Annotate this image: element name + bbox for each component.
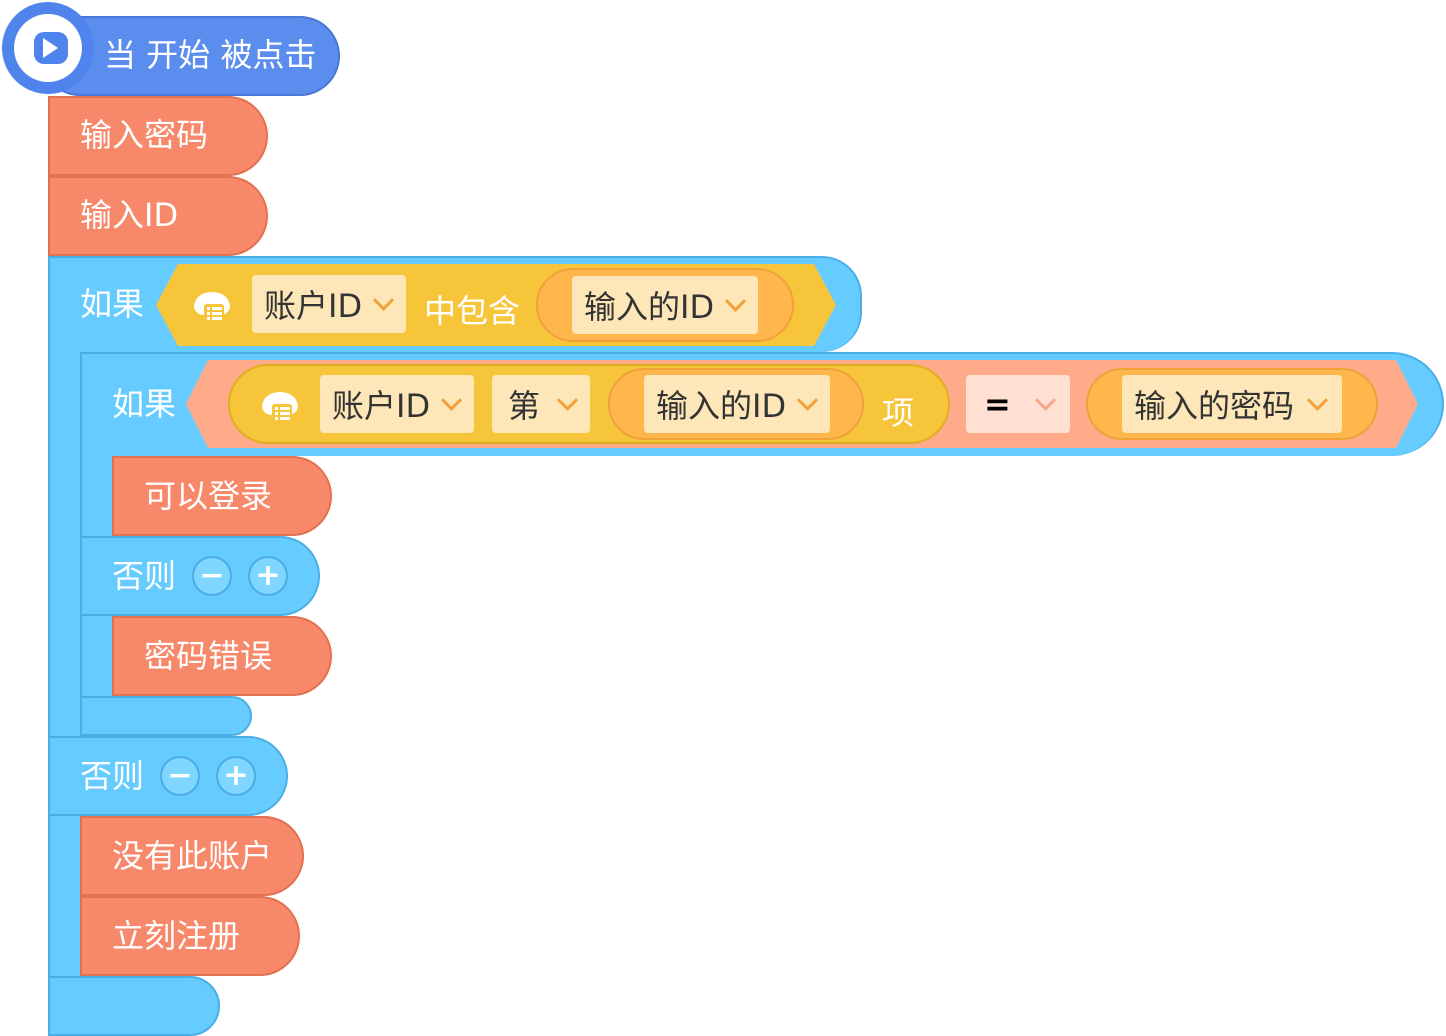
list-dropdown[interactable]: 账户ID [252, 275, 406, 333]
play-icon-bg [14, 14, 82, 82]
value-dropdown[interactable]: 输入的ID [644, 375, 830, 433]
inner-if-label: 如果 [112, 385, 177, 423]
outer-else-label: 否则 [80, 757, 145, 795]
cloud-list-icon [258, 386, 302, 426]
chevron-down-icon [372, 289, 395, 311]
inner-else-label: 否则 [112, 557, 177, 595]
can-login-label: 可以登录 [144, 477, 273, 515]
if-else-outer-foot[interactable] [48, 976, 220, 1036]
compare-dropdown[interactable]: 输入的密码 [1122, 375, 1342, 433]
play-icon [34, 32, 68, 64]
chevron-down-icon [440, 389, 463, 411]
remove-branch-button[interactable]: − [192, 556, 232, 596]
input-password-label: 输入密码 [80, 116, 209, 154]
register-now-label: 立刻注册 [112, 917, 241, 955]
value-dropdown[interactable]: 输入的ID [572, 276, 758, 334]
no-account-block[interactable] [80, 816, 304, 896]
no-account-label: 没有此账户 [112, 837, 273, 875]
item-label: 项 [882, 394, 915, 432]
input-id-label: 输入ID [80, 196, 179, 234]
index-dropdown[interactable]: 第 [492, 375, 590, 433]
input-password-block[interactable] [48, 96, 268, 176]
chevron-down-icon [724, 290, 747, 312]
chevron-down-icon [796, 389, 819, 411]
chevron-down-icon [1034, 389, 1057, 411]
wrong-password-block[interactable] [112, 616, 332, 696]
list-dropdown[interactable]: 账户ID [320, 375, 474, 433]
add-branch-button[interactable]: + [248, 556, 288, 596]
wrong-password-label: 密码错误 [144, 637, 273, 675]
hat-label: 当 开始 被点击 [104, 36, 317, 74]
operator-dropdown[interactable]: = [966, 375, 1070, 433]
input-id-block[interactable] [48, 176, 268, 256]
if-else-outer-spine[interactable] [48, 256, 82, 1016]
outer-if-label: 如果 [80, 285, 145, 323]
if-else-inner-foot[interactable] [80, 696, 252, 736]
contains-label: 中包含 [424, 292, 521, 330]
can-login-block[interactable] [112, 456, 332, 536]
register-now-block[interactable] [80, 896, 300, 976]
remove-branch-button[interactable]: − [160, 756, 200, 796]
chevron-down-icon [1306, 389, 1329, 411]
add-branch-button[interactable]: + [216, 756, 256, 796]
cloud-list-icon [190, 286, 234, 326]
chevron-down-icon [556, 389, 579, 411]
